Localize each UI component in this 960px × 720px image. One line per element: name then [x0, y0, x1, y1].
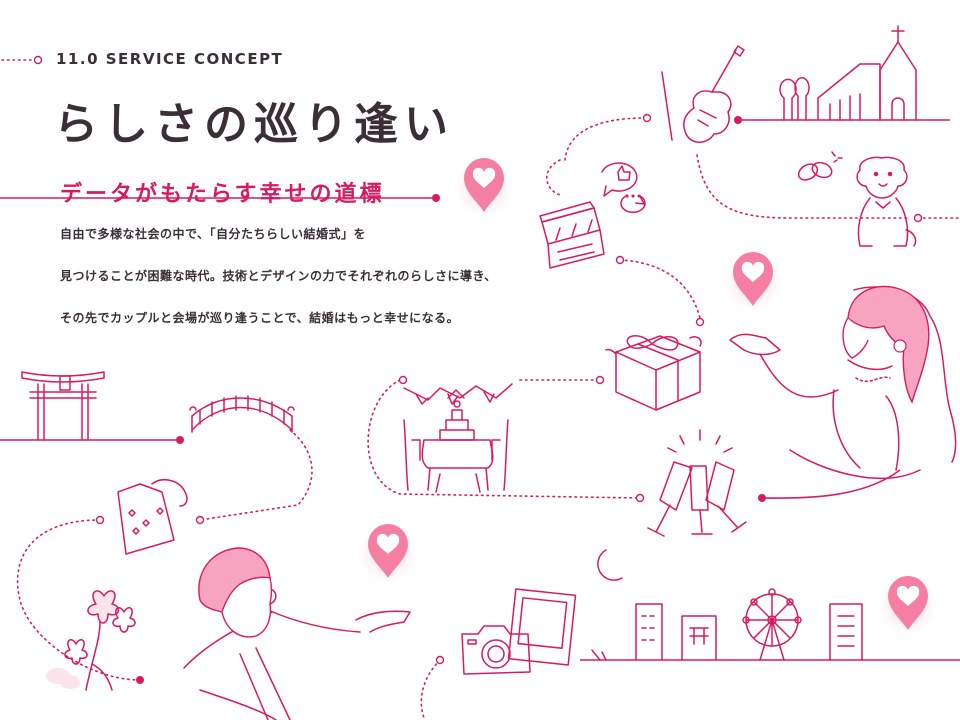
- map-pin-heart-icon: [358, 524, 418, 584]
- body-line: 見つけることが困難な時代。技術とデザインの力でそれぞれのらしさに導き、: [60, 269, 497, 283]
- page-title: らしさの巡り逢い: [54, 99, 454, 150]
- moon-icon: [597, 549, 623, 581]
- woman-figure: [729, 286, 957, 480]
- decor-fills: [46, 668, 80, 689]
- photo-frame-icon: [507, 588, 577, 666]
- body-line: その先でカップルと会場が巡り逢うことで、結婚はもっと幸せになる。: [60, 311, 460, 325]
- camera-icon: [461, 625, 531, 675]
- torii-gate-icon: [21, 371, 105, 441]
- rings-icon: [797, 151, 843, 181]
- map-pin-heart-icon: [878, 576, 938, 636]
- route-solid: [0, 119, 960, 661]
- ema-plaque-icon: [117, 478, 188, 555]
- church-icon: [779, 25, 917, 121]
- city-buildings-icon: [591, 603, 863, 661]
- section-eyebrow: 11.0 SERVICE CONCEPT: [56, 50, 284, 68]
- man-hair: [198, 547, 273, 638]
- gift-box-icon: [605, 335, 702, 411]
- cherry-blossom-icon: [64, 590, 136, 691]
- woman-hair: [842, 285, 930, 404]
- violin-icon: [661, 45, 745, 143]
- arch-bridge-icon: [189, 395, 295, 433]
- route-nodes: [33, 55, 923, 684]
- concept-body: 自由で多様な社会の中で、「自分たちらしい結婚式」を 見つけることが困難な時代。技…: [60, 227, 497, 353]
- clapperboard-icon: [539, 201, 605, 269]
- chat-bubble-icon: [601, 162, 646, 213]
- body-line: 自由で多様な社会の中で、「自分たちらしい結婚式」を: [60, 227, 367, 241]
- route-lines: [1, 59, 959, 720]
- wedding-cake-icon: [403, 383, 513, 493]
- champagne-icon: [647, 429, 747, 537]
- dog-icon: [856, 156, 917, 247]
- map-pin-heart-icon: [723, 252, 783, 312]
- map-pin-heart-icon: [454, 158, 514, 218]
- ferris-wheel-icon: [742, 588, 802, 661]
- page-subtitle: データがもたらす幸せの道標: [60, 182, 385, 207]
